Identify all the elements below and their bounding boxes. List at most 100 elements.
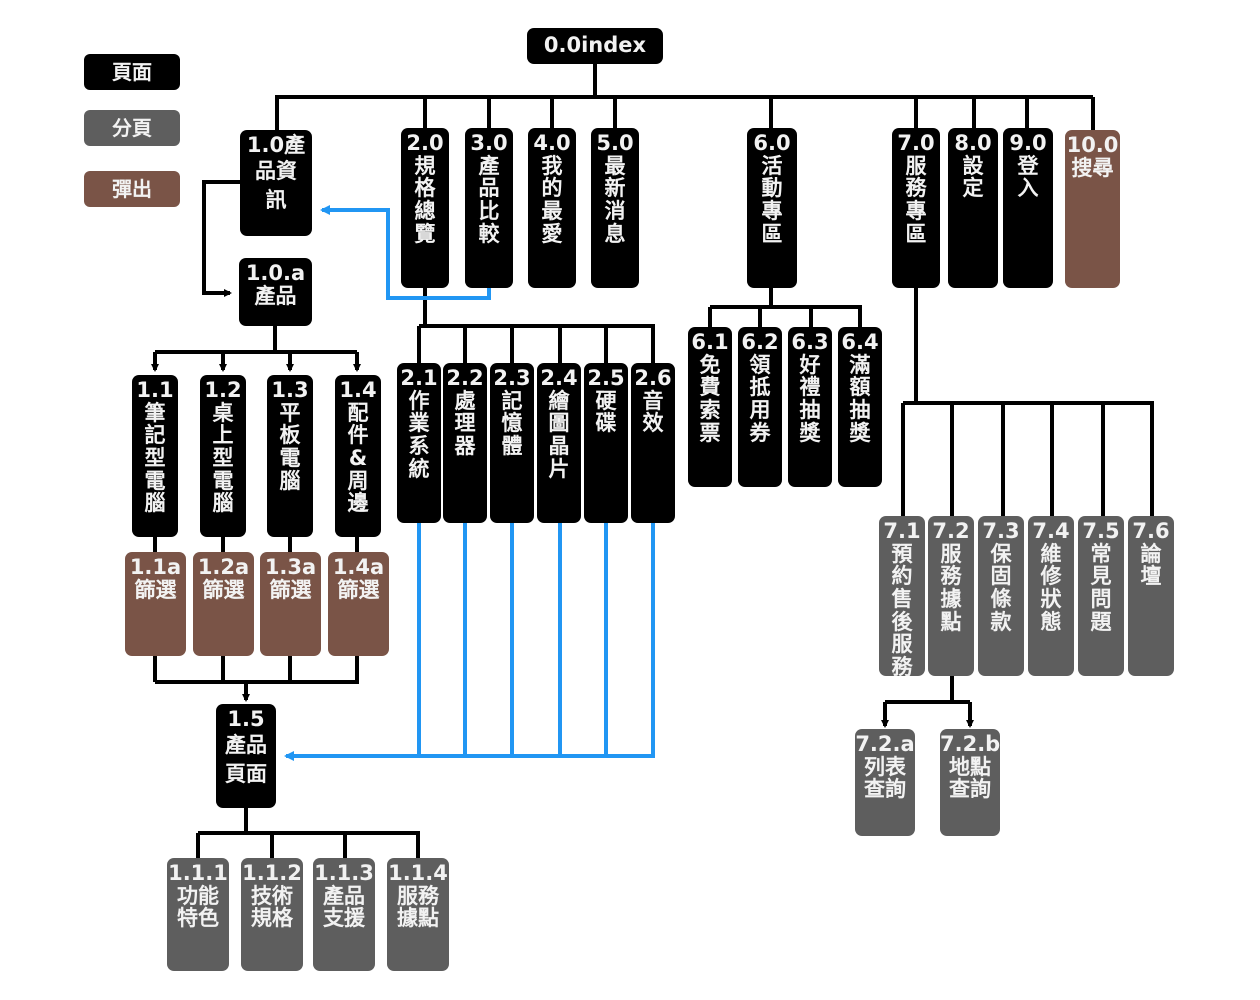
node-label: 論壇 [1140,541,1162,589]
node-7-2-a-list-search[interactable]: 7.2.a 列表查詢 [855,729,915,836]
legend-subpage: 分頁 [84,110,180,146]
node-7-0-service[interactable]: 7.0 服務專區 [892,128,940,288]
node-code: 2.0 [406,131,444,155]
node-2-1-os[interactable]: 2.1 作業系統 [397,363,441,523]
node-label: 篩選 [134,577,177,602]
node-label: 我的最愛 [541,153,563,246]
node-7-6-forum[interactable]: 7.6 論壇 [1128,516,1174,676]
node-2-3-memory[interactable]: 2.3 記憶體 [490,363,534,523]
node-1-5-product-page[interactable]: 1.5 產品頁面 [216,704,276,808]
node-label: 篩選 [202,577,245,602]
node-7-3-warranty[interactable]: 7.3 保固條款 [978,516,1024,676]
node-code: 1.4a [332,555,385,579]
node-code: 2.5 [587,366,625,390]
node-code: 2.2 [446,366,484,390]
node-code: 5.0 [596,131,634,155]
node-7-2-service-points[interactable]: 7.2 服務據點 [928,516,974,676]
node-code: 1.0產 [246,133,306,157]
node-code: 6.3 [791,330,829,354]
node-7-2-b-map-search[interactable]: 7.2.b 地點查詢 [940,729,1000,836]
node-label: 產品比較 [478,153,500,246]
node-code: 1.3 [271,378,309,402]
node-label: 活動專區 [761,153,783,246]
node-code: 1.4 [339,378,377,402]
node-1-4a-filter[interactable]: 1.4a 篩選 [328,552,389,656]
node-code: 2.3 [493,366,531,390]
node-label: 記憶體 [501,388,523,459]
node-code: 7.4 [1032,519,1070,543]
node-label: 登入 [1017,153,1039,201]
node-code: 7.2.b [940,732,1001,756]
node-code: 6.2 [741,330,779,354]
node-7-1-after-sales-booking[interactable]: 7.1 預約售後服務 [879,516,925,676]
node-label: 篩選 [269,577,312,602]
node-1-3a-filter[interactable]: 1.3a 篩選 [260,552,321,656]
node-label: 功能特色 [177,883,219,931]
node-label: 滿額抽獎 [849,352,871,445]
node-code: 2.4 [540,366,578,390]
node-label: 免費索票 [699,352,721,445]
node-label: 好禮抽獎 [799,352,821,445]
node-code: 1.2a [197,555,250,579]
node-3-0-compare[interactable]: 3.0 產品比較 [465,128,513,288]
node-label: 搜尋 [1071,155,1114,180]
node-code: 7.6 [1132,519,1170,543]
node-code: 10.0 [1066,133,1119,157]
node-1-0-product-info[interactable]: 1.0產 品資訊 [240,130,312,236]
node-label: 服務據點 [940,541,962,634]
node-2-0-spec-overview[interactable]: 2.0 規格總覽 [401,128,449,288]
node-label: 桌上型電腦 [212,400,234,516]
node-1-3-tablets[interactable]: 1.3 平板電腦 [267,375,313,537]
node-8-0-settings[interactable]: 8.0 設定 [948,128,998,288]
node-2-2-cpu[interactable]: 2.2 處理器 [443,363,487,523]
node-label: 設定 [962,153,984,201]
node-1-2-desktops[interactable]: 1.2 桌上型電腦 [200,375,246,537]
legend-popup: 彈出 [84,171,180,207]
node-9-0-login[interactable]: 9.0 登入 [1003,128,1053,288]
node-code: 1.1.4 [388,861,448,885]
node-2-5-storage[interactable]: 2.5 硬碟 [584,363,628,523]
node-1-1a-filter[interactable]: 1.1a 篩選 [125,552,186,656]
node-label: 品資訊 [255,158,297,213]
node-1-1-1-features[interactable]: 1.1.1 功能特色 [167,858,229,971]
node-7-5-faq[interactable]: 7.5 常見問題 [1078,516,1124,676]
node-1-1-3-support[interactable]: 1.1.3 產品支援 [313,858,375,971]
node-10-0-search[interactable]: 10.0 搜尋 [1065,130,1120,288]
node-6-3-gift-draw[interactable]: 6.3 好禮抽獎 [788,327,832,487]
node-label: 維修狀態 [1040,541,1062,634]
node-label: 保固條款 [990,541,1012,634]
node-0-0-index[interactable]: 0.0index [527,28,663,64]
node-label: 技術規格 [251,883,293,931]
node-label: 音效 [642,388,664,436]
node-1-2a-filter[interactable]: 1.2a 篩選 [193,552,254,656]
node-1-1-2-specs[interactable]: 1.1.2 技術規格 [241,858,303,971]
node-1-1-4-service-points[interactable]: 1.1.4 服務據點 [387,858,449,971]
node-label: 規格總覽 [414,153,436,246]
node-1-0-a-products[interactable]: 1.0.a 產品 [239,258,312,326]
node-1-1-laptops[interactable]: 1.1 筆記型電腦 [132,375,178,537]
node-5-0-news[interactable]: 5.0 最新消息 [591,128,639,288]
node-code: 6.1 [691,330,729,354]
node-6-4-spend-draw[interactable]: 6.4 滿額抽獎 [838,327,882,487]
node-code: 6.0 [753,131,791,155]
node-2-4-gpu[interactable]: 2.4 繪圖晶片 [537,363,581,523]
node-label: 產品支援 [323,883,365,931]
node-code: 1.1.2 [242,861,302,885]
node-4-0-favorites[interactable]: 4.0 我的最愛 [528,128,576,288]
node-label: 服務據點 [397,883,439,931]
node-code: 8.0 [954,131,992,155]
node-6-2-coupons[interactable]: 6.2 領抵用券 [738,327,782,487]
node-label: 產品 [254,283,297,308]
node-label: 服務專區 [905,153,927,246]
link-line [320,205,491,300]
node-2-6-audio[interactable]: 2.6 音效 [631,363,675,523]
node-label: 列表查詢 [864,754,906,802]
node-6-1-free-tickets[interactable]: 6.1 免費索票 [688,327,732,487]
node-code: 6.4 [841,330,879,354]
node-6-0-events[interactable]: 6.0 活動專區 [747,128,797,288]
node-7-4-repair-status[interactable]: 7.4 維修狀態 [1028,516,1074,676]
node-code: 7.2.a [855,732,915,756]
node-code: 1.1.3 [314,861,374,885]
hierarchy-connectors [151,62,1154,860]
node-1-4-accessories[interactable]: 1.4 配件&周邊 [335,375,381,537]
